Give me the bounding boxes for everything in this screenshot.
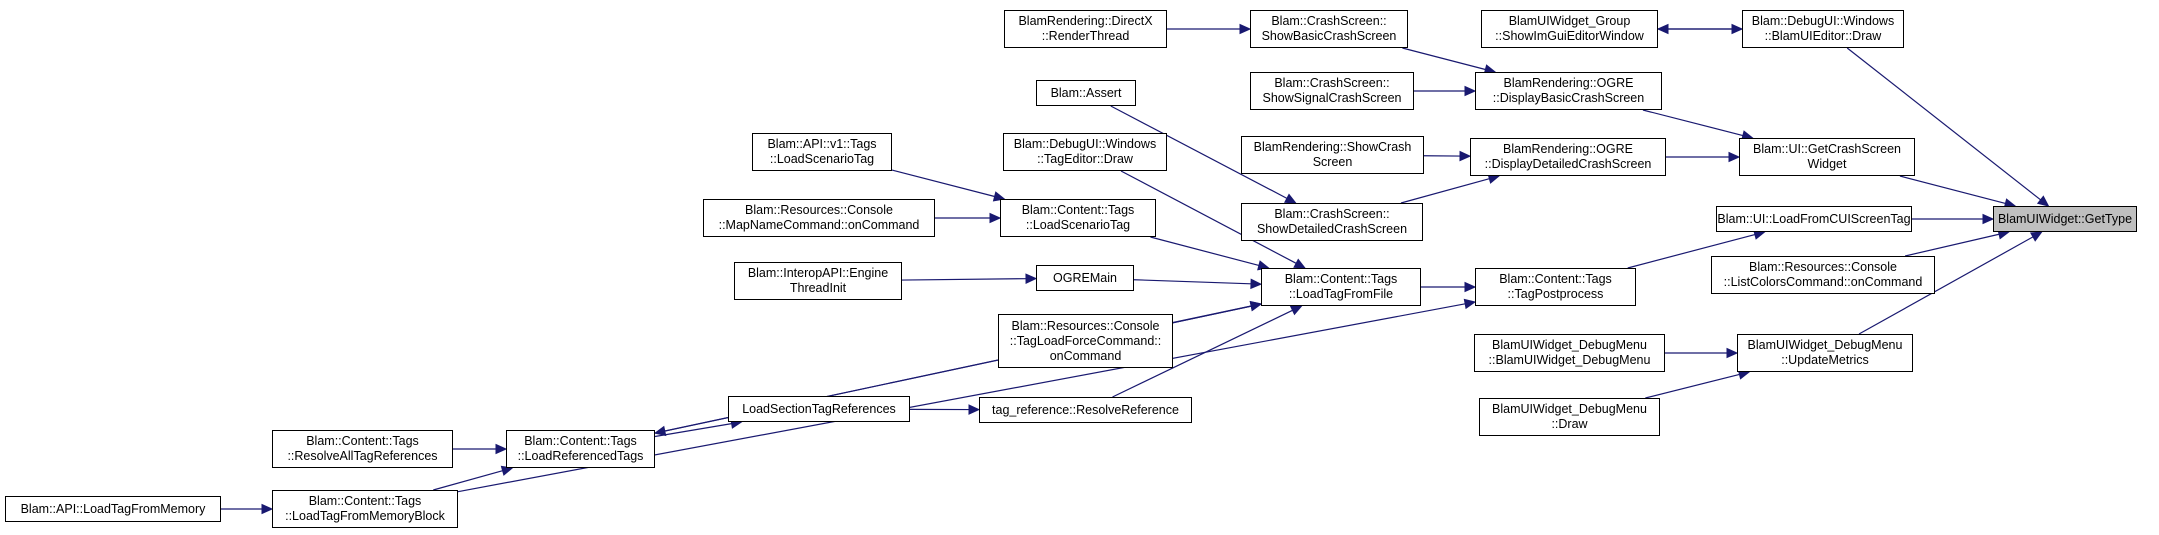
node-api-v1-loadscenariotag[interactable]: Blam::API::v1::Tags::LoadScenarioTag	[752, 133, 892, 171]
edge-arrowhead	[968, 404, 981, 415]
edge-arrowhead	[1982, 213, 1995, 225]
node-debugmenu-draw[interactable]: BlamUIWidget_DebugMenu::Draw	[1479, 398, 1660, 436]
node-listcolorscommand-oncommand[interactable]: Blam::Resources::Console::ListColorsComm…	[1711, 256, 1935, 294]
edge-showDetailed-to-ogreDetailed	[1400, 178, 1490, 204]
node-showbasiccrashscreen[interactable]: Blam::CrashScreen::ShowBasicCrashScreen	[1250, 10, 1408, 48]
node-debugmenu-updatemetrics[interactable]: BlamUIWidget_DebugMenu::UpdateMetrics	[1737, 334, 1913, 372]
edge-arrowhead	[989, 212, 1002, 224]
node-content-loadscenariotag[interactable]: Blam::Content::Tags::LoadScenarioTag	[1000, 199, 1156, 237]
node-api-loadtagfrommemory[interactable]: Blam::API::LoadTagFromMemory	[5, 496, 221, 522]
edge-arrowhead	[1239, 23, 1252, 35]
edge-assert-to-showDetailed	[1110, 105, 1288, 199]
edge-arrowhead	[1463, 298, 1477, 310]
edge-arrowhead	[653, 425, 667, 437]
edge-loadReferenced-to-loadSection	[654, 423, 732, 438]
node-ogremain[interactable]: OGREMain	[1036, 265, 1134, 291]
edge-arrowhead	[1025, 273, 1038, 284]
edge-arrowhead	[1284, 193, 1297, 204]
edge-arrowhead	[495, 443, 508, 455]
node-ogre-displaybasiccrashscreen[interactable]: BlamRendering::OGRE::DisplayBasicCrashSc…	[1475, 72, 1662, 110]
edge-tagEditor-to-loadTagFromFile	[1120, 170, 1297, 264]
edge-arrowhead	[1459, 150, 1472, 162]
edge-arrowhead	[2036, 195, 2050, 207]
edge-arrowhead	[1731, 23, 1744, 35]
node-widget-group-showimguieditorwindow[interactable]: BlamUIWidget_Group::ShowImGuiEditorWindo…	[1481, 10, 1658, 48]
node-directx-renderthread[interactable]: BlamRendering::DirectX::RenderThread	[1004, 10, 1167, 48]
node-ogre-displaydetailedcrashscreen[interactable]: BlamRendering::OGRE::DisplayDetailedCras…	[1470, 138, 1666, 176]
edge-arrowhead	[1726, 347, 1739, 359]
edge-loadScenario-to-loadTagFromFile	[1150, 236, 1260, 267]
node-loadtagfrommemoryblock[interactable]: Blam::Content::Tags::LoadTagFromMemoryBl…	[272, 490, 458, 528]
node-blam-assert[interactable]: Blam::Assert	[1036, 80, 1136, 106]
node-mapnamecommand-oncommand[interactable]: Blam::Resources::Console::MapNameCommand…	[703, 199, 935, 237]
edge-resolveRef-to-loadTagFromFile	[1112, 309, 1293, 398]
edge-arrowhead	[992, 191, 1006, 202]
node-loadsectiontagreferences[interactable]: LoadSectionTagReferences	[728, 396, 910, 422]
edge-arrowhead	[2029, 231, 2043, 242]
edge-uiEditorDraw-to-getType	[1846, 47, 2041, 201]
edge-arrowhead	[1289, 305, 1303, 316]
node-blamuieditor-draw[interactable]: Blam::DebugUI::Windows::BlamUIEditor::Dr…	[1742, 10, 1904, 48]
edge-arrowhead	[1293, 258, 1307, 269]
node-showdetailedcrashscreen[interactable]: Blam::CrashScreen::ShowDetailedCrashScre…	[1241, 203, 1423, 241]
edge-arrowhead	[1464, 281, 1477, 293]
node-debugmenu-constructor[interactable]: BlamUIWidget_DebugMenu::BlamUIWidget_Deb…	[1474, 334, 1665, 372]
edge-ogreBasic-to-getCrashWidget	[1642, 109, 1744, 137]
edge-getCrashWidget-to-getType	[1899, 175, 2006, 205]
node-loadreferencedtags[interactable]: Blam::Content::Tags::LoadReferencedTags	[506, 430, 655, 468]
edge-updateMetrics-to-getType	[1858, 236, 2034, 335]
node-resolvealltagreferences[interactable]: Blam::Content::Tags::ResolveAllTagRefere…	[272, 430, 453, 468]
edge-interop-to-ogreMain	[901, 278, 1027, 281]
edge-ogreMain-to-loadTagFromFile	[1133, 279, 1252, 285]
edge-debugMenuDraw-to-updateMetrics	[1645, 373, 1740, 399]
node-showsignalcrashscreen[interactable]: Blam::CrashScreen::ShowSignalCrashScreen	[1250, 72, 1414, 110]
edge-apiTags-to-loadScenario	[891, 169, 995, 198]
node-resolvereference[interactable]: tag_reference::ResolveReference	[979, 397, 1192, 423]
edge-arrowhead	[1464, 85, 1477, 97]
node-tagloadforcecommand-oncommand[interactable]: Blam::Resources::Console::TagLoadForceCo…	[998, 314, 1173, 368]
edge-loadMemoryBlock-to-loadReferenced	[433, 470, 503, 491]
edge-showBasic-to-ogreBasic	[1402, 47, 1486, 71]
node-blamuiwidget-gettype[interactable]: BlamUIWidget::GetType	[1993, 206, 2137, 232]
edge-arrowhead	[1250, 278, 1263, 290]
node-loadtagfromfile[interactable]: Blam::Content::Tags::LoadTagFromFile	[1261, 268, 1421, 306]
node-loadfromcuiscreentag[interactable]: Blam::UI::LoadFromCUIScreenTag	[1716, 206, 1912, 232]
edge-arrowhead	[1728, 151, 1741, 163]
node-tagpostprocess[interactable]: Blam::Content::Tags::TagPostprocess	[1475, 268, 1636, 306]
edge-postprocess-to-loadCui	[1627, 233, 1756, 269]
edge-arrowhead	[261, 503, 274, 515]
edge-listColors-to-getType	[1904, 233, 2000, 257]
node-tageditor-draw[interactable]: Blam::DebugUI::Windows::TagEditor::Draw	[1003, 133, 1167, 171]
